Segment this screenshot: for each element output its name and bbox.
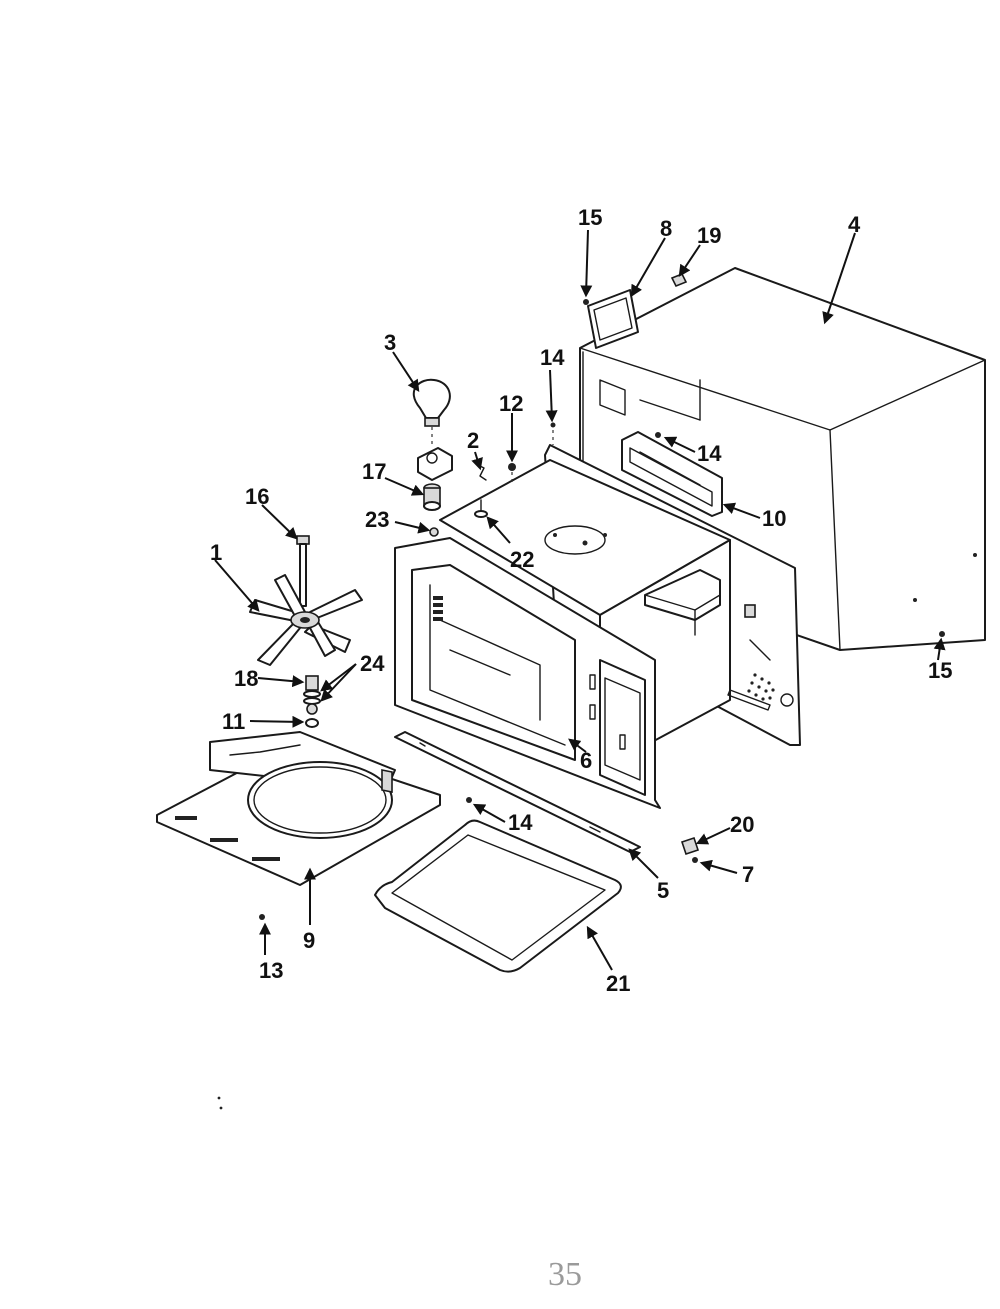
callout-10: 10 [762,506,786,531]
nut-23 [429,527,439,537]
leader-22 [486,516,511,544]
callout-14-b: 14 [697,441,722,466]
shaft-bolt-16 [296,535,310,607]
callout-19: 19 [697,223,721,248]
leader-1 [214,559,260,612]
screw-14-bottom [466,797,472,803]
callout-labels: 1 2 3 4 5 6 7 8 9 10 11 12 13 14 14 14 1… [210,205,952,996]
callout-12: 12 [499,391,523,416]
clip-19 [670,272,688,288]
bracket-20 [680,836,700,856]
leader-8 [630,237,666,298]
callout-9: 9 [303,928,315,953]
leader-6 [568,738,587,753]
callout-2: 2 [467,428,479,453]
screw-7 [692,857,698,863]
leader-19 [678,244,701,277]
leader-20 [695,827,731,845]
callout-7: 7 [742,862,754,887]
speaker-holes [747,673,775,701]
callout-4: 4 [848,212,861,237]
callout-3: 3 [384,330,396,355]
callout-1: 1 [210,540,222,565]
bushing-17 [423,483,441,511]
lamp-socket [417,447,453,481]
callout-21: 21 [606,971,630,996]
callout-20: 20 [730,812,754,837]
nut-12 [508,463,516,471]
washer-24-b [303,697,321,705]
callout-18: 18 [234,666,258,691]
fan-blade-1 [249,574,363,666]
leader-15-b [933,637,946,661]
nut-11 [305,718,319,728]
leader-17 [384,477,425,496]
callout-24: 24 [360,651,385,676]
screw-13 [259,914,265,920]
washer-24-a [303,690,321,698]
vent-grille [433,596,443,621]
leader-21 [586,925,613,971]
leader-14-b [663,436,696,453]
callout-16: 16 [245,484,269,509]
leader-14-a [545,369,558,423]
callout-17: 17 [362,459,386,484]
leader-16 [261,504,298,540]
leader-11 [249,715,305,728]
oven-cavity-chassis [394,444,801,809]
callout-14-c: 14 [508,810,533,835]
spacer-18 [305,675,319,691]
screw-14-bracket [655,432,661,438]
lamp-bulb-3 [412,378,451,427]
screw-14-top [550,422,556,428]
callout-8: 8 [660,216,672,241]
tray-21 [374,819,622,973]
stray-marks [217,1096,223,1110]
leader-10 [722,502,761,519]
base-plate-9 [156,731,441,886]
callout-22: 22 [510,547,534,572]
leader-7 [699,859,738,874]
screw-15-right [939,631,945,637]
leader-14-c [472,803,506,823]
page-number: 35 [548,1256,582,1293]
leader-4 [822,232,856,325]
callout-leaders [214,229,946,971]
callout-14-a: 14 [540,345,565,370]
bracket-10 [621,431,723,517]
leader-3 [392,351,420,393]
callout-23: 23 [365,507,389,532]
panel-8 [587,289,639,349]
callout-15-b: 15 [928,658,952,683]
screw-15-top [583,299,589,305]
washer-22 [474,510,488,518]
leader-15-a [580,229,593,298]
callout-13: 13 [259,958,283,983]
callout-11: 11 [222,709,245,734]
leader-23 [394,521,431,534]
leader-24-a [320,663,357,692]
front-strip-5 [394,731,641,853]
leader-18 [257,675,305,688]
callout-5: 5 [657,878,669,903]
callout-15-a: 15 [578,205,602,230]
leader-5 [628,848,659,879]
callout-6: 6 [580,748,592,773]
shaft-stack [303,675,321,728]
leader-24-b [320,663,357,702]
leader-2 [471,451,483,471]
